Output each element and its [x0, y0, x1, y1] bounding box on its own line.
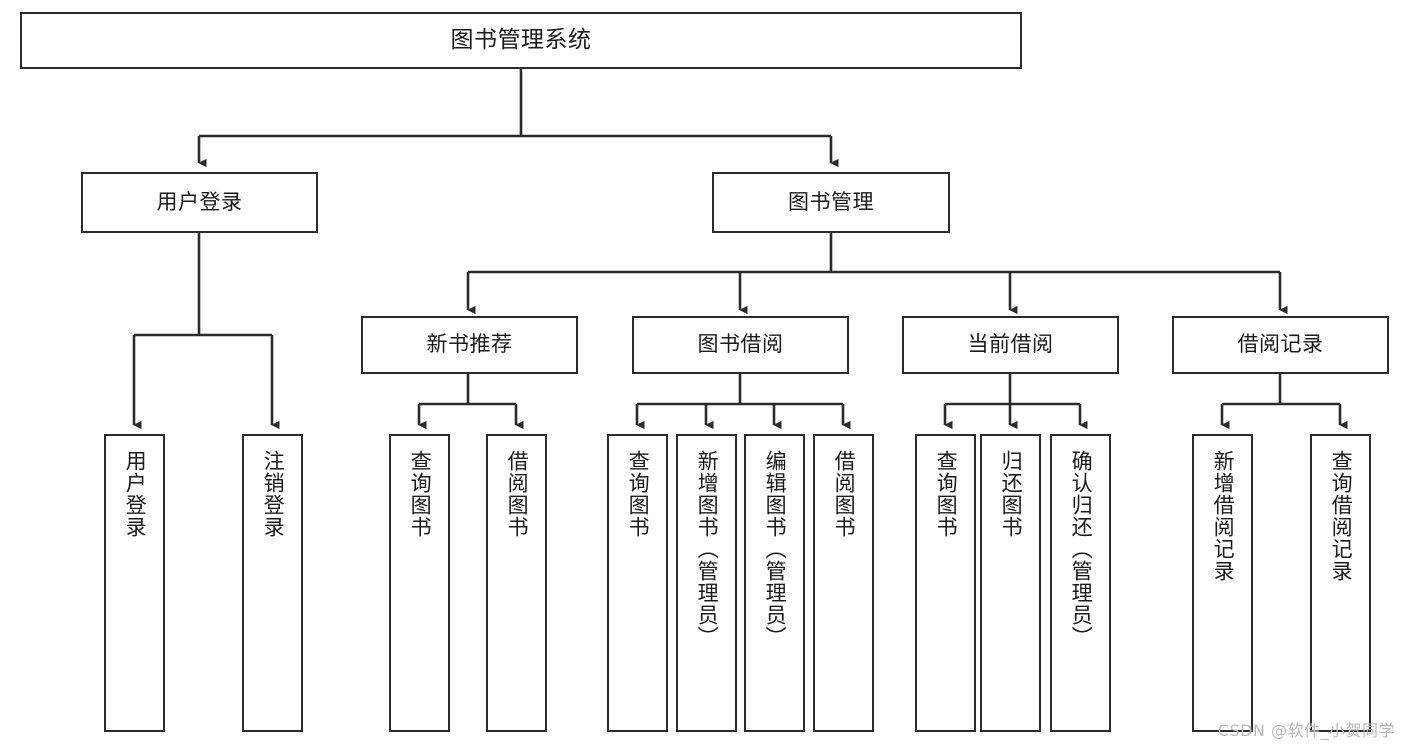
leaf-borrow-book-2[interactable]: 借阅图书: [813, 434, 874, 732]
watermark-text: CSDN @软件_小贺同学: [1217, 721, 1395, 740]
leaf-query-book-3-label: 查询图书: [934, 450, 959, 538]
leaf-confirm-return[interactable]: 确认归还（管理员）: [1050, 434, 1111, 732]
leaf-add-book[interactable]: 新增图书（管理员）: [676, 434, 737, 732]
leaf-add-record-label: 新增借阅记录: [1211, 450, 1236, 582]
leaf-add-book-label: 新增图书（管理员）: [695, 450, 720, 648]
leaf-query-book-1[interactable]: 查询图书: [389, 434, 450, 732]
node-book-borrow-label: 图书借阅: [697, 332, 784, 357]
leaf-logout-login[interactable]: 注销登录: [242, 434, 303, 732]
leaf-query-book-1-label: 查询图书: [408, 450, 433, 538]
node-new-book-recommend-label: 新书推荐: [426, 332, 513, 357]
leaf-borrow-book-1[interactable]: 借阅图书: [486, 434, 547, 732]
node-new-book-recommend[interactable]: 新书推荐: [361, 316, 578, 374]
node-user-login[interactable]: 用户登录: [81, 172, 318, 233]
leaf-query-book-2-label: 查询图书: [626, 450, 651, 538]
leaf-return-book[interactable]: 归还图书: [980, 434, 1041, 732]
node-current-borrow[interactable]: 当前借阅: [902, 316, 1119, 374]
node-user-login-label: 用户登录: [156, 189, 243, 214]
leaf-edit-book[interactable]: 编辑图书（管理员）: [744, 434, 805, 732]
leaf-user-login[interactable]: 用户登录: [104, 434, 165, 732]
leaf-borrow-book-2-label: 借阅图书: [832, 450, 857, 538]
node-root-label: 图书管理系统: [450, 26, 592, 53]
leaf-query-record-label: 查询借阅记录: [1329, 450, 1354, 582]
node-borrow-record[interactable]: 借阅记录: [1172, 316, 1389, 374]
node-book-borrow[interactable]: 图书借阅: [632, 316, 849, 374]
node-book-manage-label: 图书管理: [788, 189, 874, 214]
leaf-logout-login-label: 注销登录: [261, 450, 286, 538]
node-root[interactable]: 图书管理系统: [20, 12, 1022, 69]
leaf-user-login-label: 用户登录: [123, 450, 148, 538]
leaf-return-book-label: 归还图书: [999, 450, 1024, 538]
node-book-manage[interactable]: 图书管理: [712, 172, 950, 233]
leaf-query-book-3[interactable]: 查询图书: [915, 434, 976, 732]
node-borrow-record-label: 借阅记录: [1237, 332, 1324, 357]
node-current-borrow-label: 当前借阅: [967, 332, 1054, 357]
leaf-edit-book-label: 编辑图书（管理员）: [763, 450, 788, 648]
leaf-query-book-2[interactable]: 查询图书: [607, 434, 668, 732]
leaf-query-record[interactable]: 查询借阅记录: [1310, 434, 1371, 732]
leaf-add-record[interactable]: 新增借阅记录: [1192, 434, 1253, 732]
leaf-borrow-book-1-label: 借阅图书: [505, 450, 530, 538]
leaf-confirm-return-label: 确认归还（管理员）: [1069, 450, 1094, 648]
